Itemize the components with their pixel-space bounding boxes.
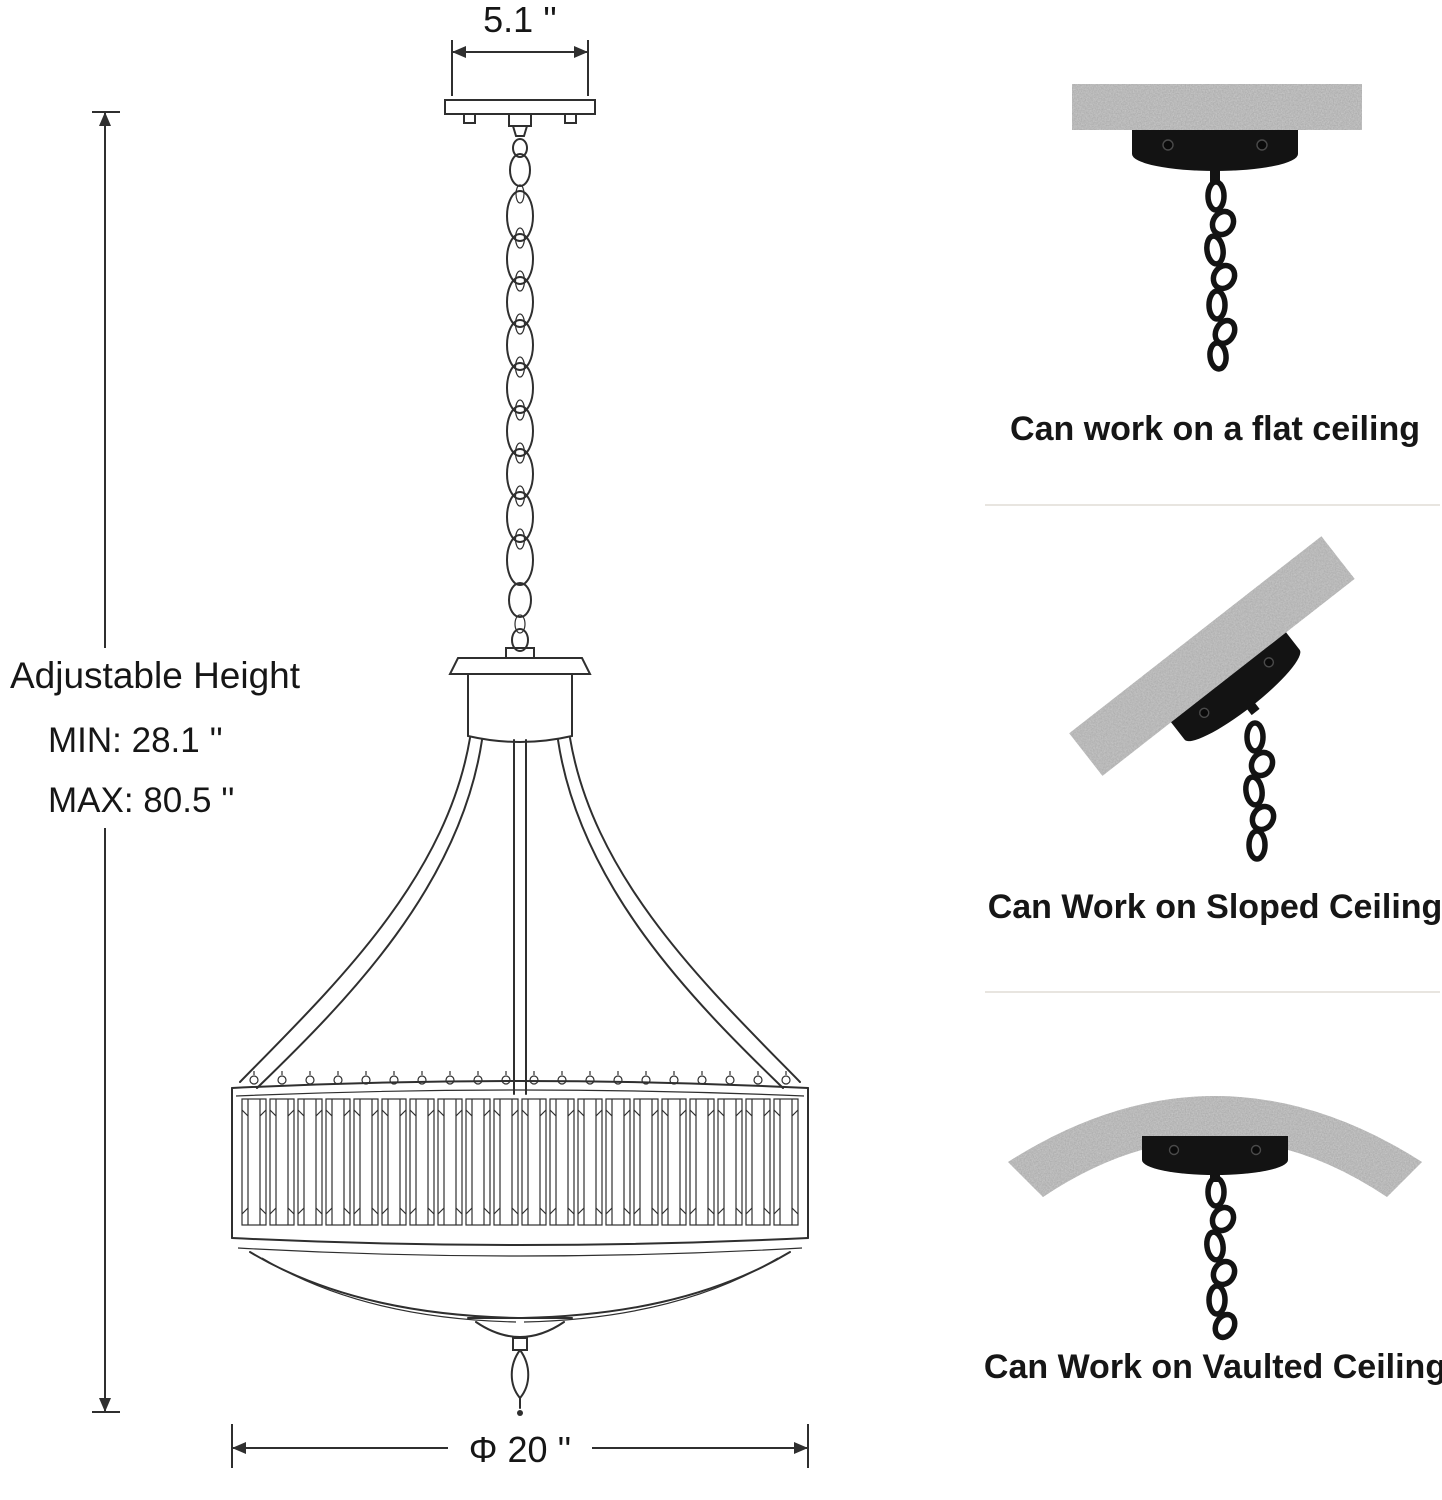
sloped-ceiling-canopy bbox=[1171, 632, 1301, 742]
dim-arrow-up bbox=[99, 112, 111, 126]
flat-ceiling-surface bbox=[1072, 84, 1362, 130]
chandelier-top-holder bbox=[448, 647, 592, 743]
frame-arms bbox=[239, 737, 801, 1089]
vaulted-ceiling-chain bbox=[1204, 1175, 1238, 1341]
flat-ceiling-caption: Can work on a flat ceiling bbox=[1010, 410, 1420, 448]
dim-arrow-right bbox=[574, 46, 588, 58]
flat-ceiling-chain bbox=[1204, 179, 1238, 372]
canopy-width-label: 5.1 '' bbox=[483, 0, 557, 40]
chandelier-chain bbox=[506, 138, 534, 652]
finial-drop bbox=[510, 1349, 530, 1400]
diameter-label: Φ 20 '' bbox=[469, 1429, 572, 1470]
chandelier-canopy bbox=[444, 99, 596, 137]
vaulted-ceiling-canopy bbox=[1142, 1136, 1288, 1182]
sloped-ceiling-surface bbox=[1069, 536, 1355, 776]
dim-arrow-right bbox=[794, 1442, 808, 1454]
flat-ceiling-illustration: Can work on a flat ceiling bbox=[1010, 84, 1420, 448]
adjustable-height-label: Adjustable Height bbox=[10, 655, 301, 696]
diameter-dimension: Φ 20 '' bbox=[231, 1424, 809, 1470]
canopy-bolt bbox=[1256, 139, 1268, 151]
chandelier-drawing bbox=[231, 99, 809, 1416]
canopy-bolt bbox=[1162, 139, 1174, 151]
vaulted-ceiling-surface bbox=[1008, 1096, 1422, 1197]
dim-arrow-left bbox=[452, 46, 466, 58]
canopy-bolt bbox=[1199, 707, 1210, 719]
max-height-label: MAX: 80.5 '' bbox=[48, 781, 235, 820]
center-rod bbox=[513, 739, 527, 1095]
sloped-ceiling-caption: Can Work on Sloped Ceiling bbox=[988, 888, 1442, 926]
canopy-bolt bbox=[1263, 657, 1275, 668]
sloped-ceiling-tilted-group bbox=[1069, 536, 1355, 776]
crystal-drum bbox=[231, 1070, 809, 1257]
canopy-width-dimension: 5.1 '' bbox=[451, 0, 589, 96]
vaulted-ceiling-caption: Can Work on Vaulted Ceiling bbox=[984, 1348, 1442, 1386]
lower-body bbox=[249, 1251, 791, 1416]
crystal-band bbox=[240, 1096, 800, 1228]
flat-ceiling-canopy bbox=[1132, 130, 1298, 182]
sloped-ceiling-chain bbox=[1243, 720, 1277, 862]
canopy-bolt bbox=[1250, 1144, 1262, 1156]
dim-arrow-left bbox=[232, 1442, 246, 1454]
vaulted-ceiling-illustration: Can Work on Vaulted Ceiling bbox=[984, 1096, 1442, 1386]
min-height-label: MIN: 28.1 '' bbox=[48, 721, 223, 760]
canopy-bolt bbox=[1168, 1144, 1180, 1156]
sloped-ceiling-illustration: Can Work on Sloped Ceiling bbox=[988, 536, 1442, 926]
adjustable-height-dimension: Adjustable Height MIN: 28.1 '' MAX: 80.5… bbox=[2, 111, 348, 1413]
dim-arrow-down bbox=[99, 1398, 111, 1412]
